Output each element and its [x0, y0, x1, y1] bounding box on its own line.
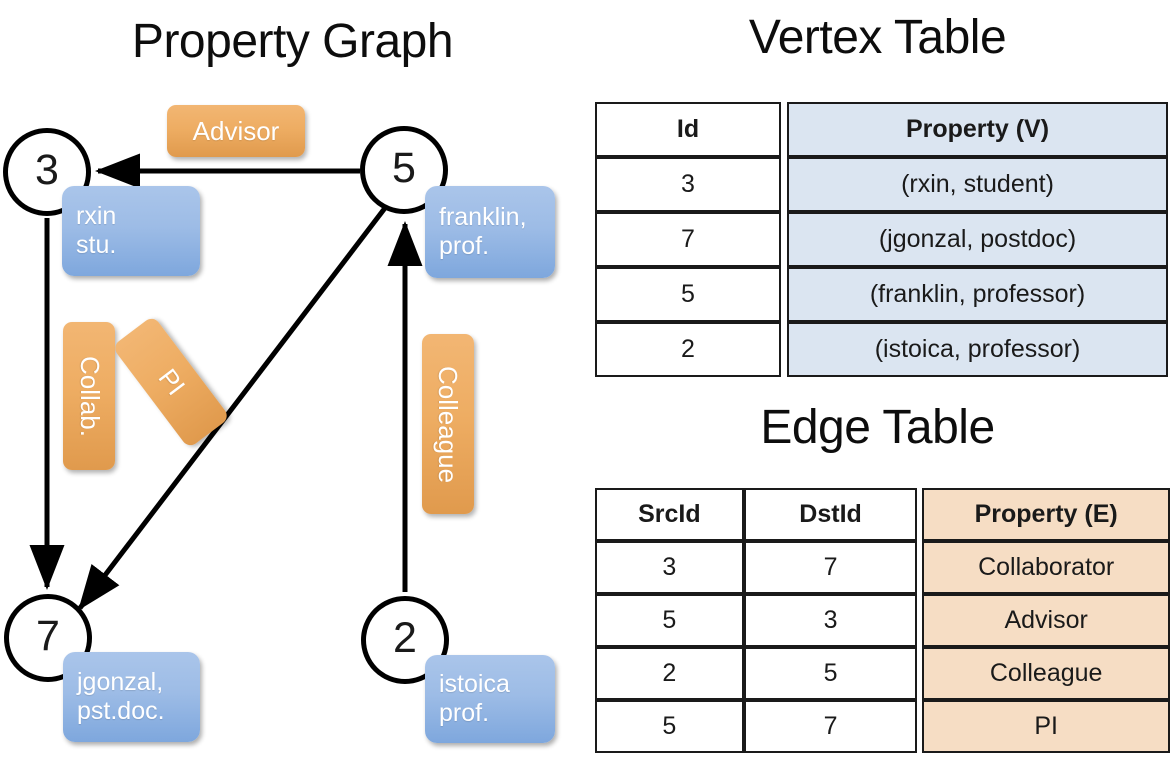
table-row: 5 3 Advisor [595, 594, 1170, 647]
table-row: 3 (rxin, student) [595, 157, 1168, 212]
graph-node-2[interactable]: 2 [361, 596, 449, 684]
edge-row-0-src: 3 [595, 541, 744, 594]
edge-row-1-src: 5 [595, 594, 744, 647]
vertex-table-column-gap [781, 102, 787, 157]
vertex-table: Id Property (V) 3 (rxin, student) 7 (jgo… [595, 102, 1168, 377]
edge-row-2-property: Colleague [922, 647, 1170, 700]
vertex-row-0-property: (rxin, student) [787, 157, 1168, 212]
edge-table-column-gap [917, 488, 923, 541]
vertex-table-header-row: Id Property (V) [595, 102, 1168, 157]
edge-row-2-src: 2 [595, 647, 744, 700]
vertex-row-3-id: 2 [595, 322, 781, 377]
edge-row-0-property: Collaborator [922, 541, 1170, 594]
vertex-property-box-7: jgonzal, pst.doc. [63, 652, 200, 742]
vertex-table-header-id: Id [595, 102, 781, 157]
page-title-vertex-table: Vertex Table [748, 11, 1007, 64]
table-row: 2 5 Colleague [595, 647, 1170, 700]
edge-table-header-property: Property (E) [922, 488, 1170, 541]
edge-table-header-dstid: DstId [743, 488, 918, 541]
edge-label-advisor-text: Advisor [192, 115, 280, 146]
graph-node-2-label: 2 [393, 613, 417, 662]
property-graph-diagram: 3 5 7 2 rxin stu. franklin, prof. jgonza… [3, 105, 555, 743]
edge-label-collab-text: Collab. [74, 355, 105, 437]
vertex-property-box-5-line2: prof. [439, 232, 490, 260]
edge-table: SrcId DstId Property (E) 3 7 Collaborato… [595, 488, 1170, 753]
vertex-property-box-5: franklin, prof. [425, 186, 555, 278]
edge-label-collab: Collab. [63, 322, 115, 470]
vertex-table-column-gap [781, 212, 787, 267]
vertex-row-3-property: (istoica, professor) [787, 322, 1168, 377]
vertex-row-1-id: 7 [595, 212, 781, 267]
edge-label-colleague-text: Colleague [433, 365, 464, 483]
table-row: 7 (jgonzal, postdoc) [595, 212, 1168, 267]
vertex-row-2-id: 5 [595, 267, 781, 322]
graph-node-5-label: 5 [392, 143, 416, 192]
edge-row-3-src: 5 [595, 700, 744, 753]
edge-table-column-gap [917, 541, 923, 594]
vertex-table-column-gap [781, 267, 787, 322]
edge-table-column-gap [917, 647, 923, 700]
edge-label-advisor: Advisor [167, 105, 305, 157]
vertex-property-box-3-line1: rxin [76, 201, 117, 230]
edge-table-header-row: SrcId DstId Property (E) [595, 488, 1170, 541]
vertex-property-box-2-line1: istoica [439, 669, 510, 698]
vertex-row-2-property: (franklin, professor) [787, 267, 1168, 322]
table-row: 5 (franklin, professor) [595, 267, 1168, 322]
edge-row-0-dst: 7 [743, 541, 918, 594]
table-row: 5 7 PI [595, 700, 1170, 753]
table-row: 3 7 Collaborator [595, 541, 1170, 594]
graph-node-5[interactable]: 5 [360, 126, 448, 214]
vertex-property-box-5-line1: franklin, [439, 202, 527, 231]
edge-row-1-dst: 3 [743, 594, 918, 647]
edge-table-column-gap [917, 700, 923, 753]
vertex-property-box-3: rxin stu. [62, 186, 200, 276]
edge-table-header-srcid: SrcId [595, 488, 744, 541]
edge-label-colleague: Colleague [422, 334, 474, 514]
vertex-row-1-property: (jgonzal, postdoc) [787, 212, 1168, 267]
vertex-table-column-gap [781, 157, 787, 212]
vertex-property-box-7-line1: jgonzal, [77, 667, 164, 696]
vertex-row-0-id: 3 [595, 157, 781, 212]
edge-row-3-dst: 7 [743, 700, 918, 753]
edge-label-pi-text: PI [152, 362, 191, 401]
vertex-property-box-2: istoica prof. [425, 655, 555, 743]
vertex-property-box-3-line2: stu. [76, 231, 117, 259]
edge-5-to-7-pi [78, 206, 387, 611]
edge-row-3-property: PI [922, 700, 1170, 753]
vertex-property-box-7-line2: pst.doc. [77, 697, 165, 725]
vertex-table-header-property: Property (V) [787, 102, 1168, 157]
graph-node-7-label: 7 [36, 611, 60, 660]
edge-table-column-gap [917, 594, 923, 647]
graph-edge-arrows [29, 153, 423, 611]
graph-node-3-label: 3 [35, 145, 59, 194]
page-title-property-graph: Property Graph [131, 15, 454, 68]
edge-row-1-property: Advisor [922, 594, 1170, 647]
vertex-property-box-2-line2: prof. [439, 699, 490, 727]
edge-row-2-dst: 5 [743, 647, 918, 700]
vertex-table-column-gap [781, 322, 787, 377]
page-title-edge-table: Edge Table [760, 401, 995, 454]
table-row: 2 (istoica, professor) [595, 322, 1168, 377]
